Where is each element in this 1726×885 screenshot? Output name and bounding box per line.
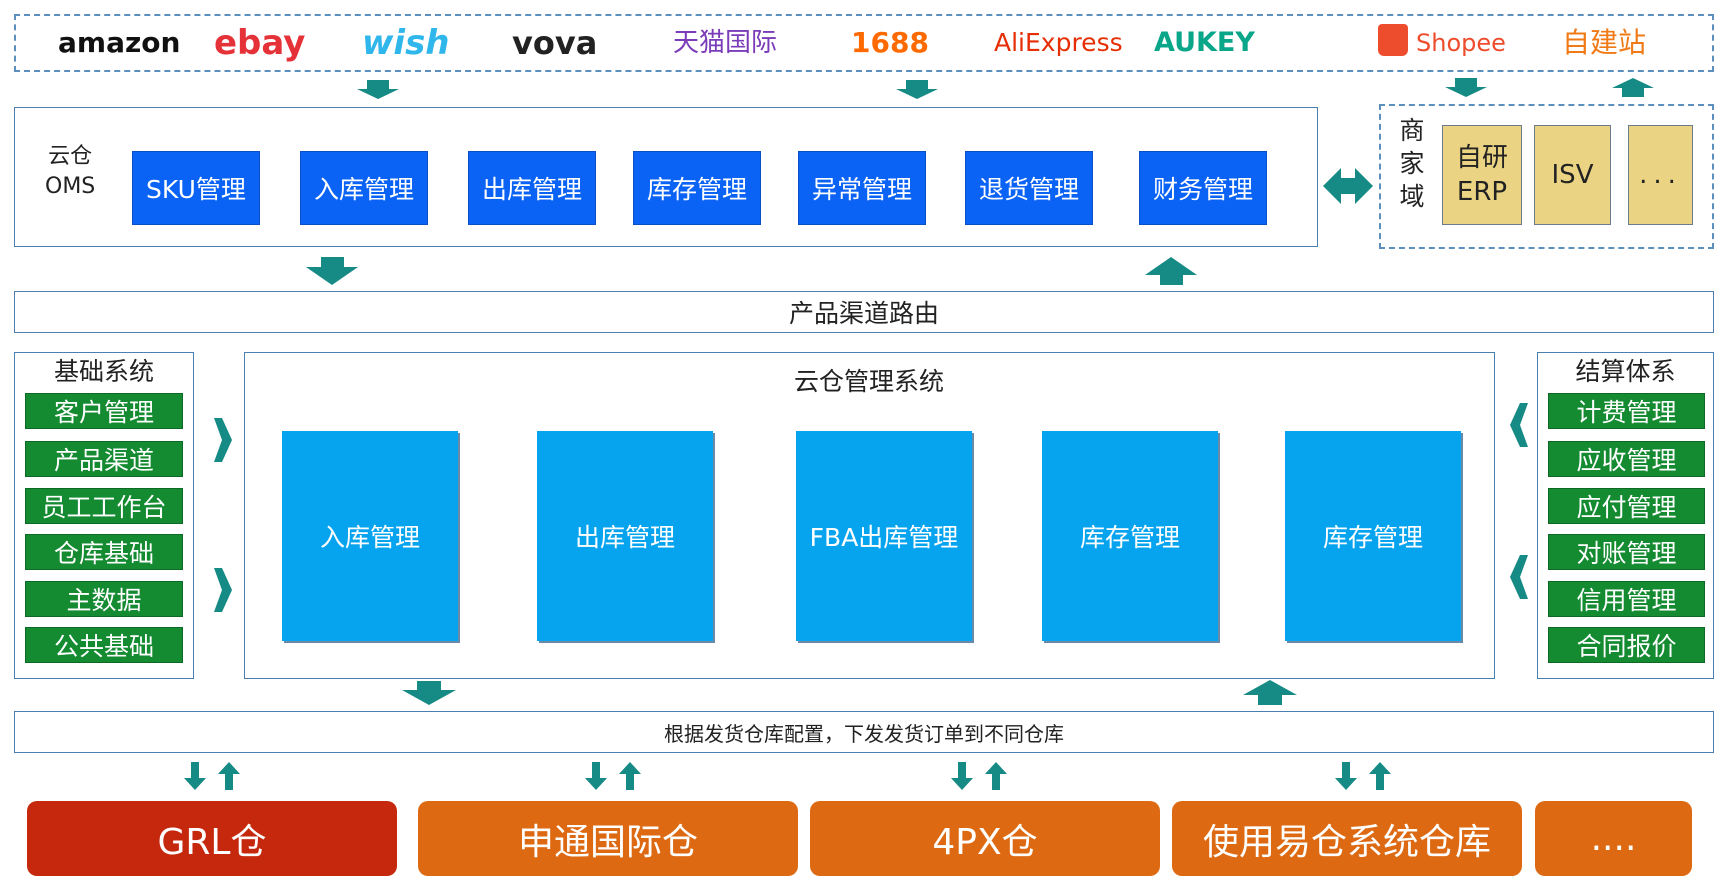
routing-label: 产品渠道路由 bbox=[788, 299, 939, 328]
arrow-down-icon bbox=[951, 762, 973, 790]
platform-logo-aukey[interactable]: AUKEY bbox=[1154, 27, 1255, 58]
oms-title-line2: OMS bbox=[45, 174, 96, 199]
wms-module-inbound[interactable]: 入库管理 bbox=[282, 431, 458, 641]
oms-title: 云仓 OMS bbox=[45, 142, 95, 202]
arrow-up-icon bbox=[985, 762, 1007, 790]
platform-logo-aliexpress[interactable]: AliExpress bbox=[994, 28, 1123, 57]
warehouse-more[interactable]: .... bbox=[1535, 801, 1692, 876]
platform-logo-amazon[interactable]: amazon bbox=[58, 26, 181, 59]
wms-module-inventory-1[interactable]: 库存管理 bbox=[1042, 431, 1218, 641]
arrow-up-icon bbox=[1145, 257, 1197, 285]
warehouse-eccang[interactable]: 使用易仓系统仓库 bbox=[1172, 801, 1522, 876]
arrow-left-icon bbox=[1510, 403, 1528, 447]
shopee-bag-icon bbox=[1378, 24, 1408, 56]
platform-logo-vova[interactable]: vova bbox=[512, 24, 598, 62]
base-system-title: 基础系统 bbox=[53, 357, 154, 386]
arrow-left-icon bbox=[1510, 555, 1528, 599]
merchant-isv-box[interactable]: ISV bbox=[1534, 125, 1611, 225]
oms-title-line1: 云仓 bbox=[48, 144, 93, 169]
oms-module-returns[interactable]: 退货管理 bbox=[965, 151, 1093, 225]
arrow-up-icon bbox=[619, 762, 641, 790]
arrow-down-icon bbox=[402, 681, 456, 705]
arrow-down-icon bbox=[306, 257, 358, 285]
arrow-down-icon bbox=[585, 762, 607, 790]
oms-module-outbound[interactable]: 出库管理 bbox=[468, 151, 596, 225]
bidirectional-arrow-icon bbox=[1323, 168, 1373, 204]
settlement-item-reconciliation[interactable]: 对账管理 bbox=[1548, 534, 1705, 570]
oms-module-exception[interactable]: 异常管理 bbox=[798, 151, 926, 225]
arrow-right-icon bbox=[214, 418, 232, 462]
platform-bar: amazon ebay wish vova 天猫国际 1688 AliExpre… bbox=[14, 14, 1714, 72]
settlement-item-billing[interactable]: 计费管理 bbox=[1548, 393, 1705, 429]
warehouse-grl[interactable]: GRL仓 bbox=[27, 801, 397, 876]
warehouse-4px[interactable]: 4PX仓 bbox=[810, 801, 1160, 876]
arrow-down-icon bbox=[1335, 762, 1357, 790]
arrow-right-icon bbox=[214, 568, 232, 612]
settlement-item-receivable[interactable]: 应收管理 bbox=[1548, 441, 1705, 477]
arrow-down-icon bbox=[184, 762, 206, 790]
base-item-customer[interactable]: 客户管理 bbox=[25, 393, 183, 429]
oms-module-inventory[interactable]: 库存管理 bbox=[633, 151, 761, 225]
dispatch-bar: 根据发货仓库配置，下发发货订单到不同仓库 bbox=[14, 711, 1714, 753]
platform-logo-ebay[interactable]: ebay bbox=[214, 23, 306, 63]
base-system-panel: 基础系统 客户管理 产品渠道 员工工作台 仓库基础 主数据 公共基础 bbox=[14, 352, 194, 679]
settlement-item-payable[interactable]: 应付管理 bbox=[1548, 488, 1705, 524]
base-item-product-channel[interactable]: 产品渠道 bbox=[25, 441, 183, 477]
oms-module-finance[interactable]: 财务管理 bbox=[1139, 151, 1267, 225]
merchant-domain-title: 商 家 域 bbox=[1399, 116, 1425, 211]
warehouse-system-title: 云仓管理系统 bbox=[793, 367, 944, 396]
arrow-down-icon bbox=[357, 80, 399, 99]
base-item-master-data[interactable]: 主数据 bbox=[25, 581, 183, 617]
merchant-erp-box[interactable]: 自研 ERP bbox=[1442, 125, 1522, 225]
warehouse-sto-international[interactable]: 申通国际仓 bbox=[418, 801, 798, 876]
platform-logo-self-site[interactable]: 自建站 bbox=[1562, 26, 1647, 59]
dispatch-label: 根据发货仓库配置，下发发货订单到不同仓库 bbox=[664, 721, 1064, 746]
settlement-panel: 结算体系 计费管理 应收管理 应付管理 对账管理 信用管理 合同报价 bbox=[1537, 352, 1714, 679]
oms-module-inbound[interactable]: 入库管理 bbox=[300, 151, 428, 225]
arrow-up-icon bbox=[1243, 680, 1297, 705]
settlement-item-contract-quote[interactable]: 合同报价 bbox=[1548, 627, 1705, 663]
arrow-up-icon bbox=[1612, 78, 1654, 97]
settlement-title: 结算体系 bbox=[1575, 357, 1676, 386]
arrow-up-icon bbox=[218, 762, 240, 790]
oms-module-sku[interactable]: SKU管理 bbox=[132, 151, 260, 225]
base-item-warehouse-base[interactable]: 仓库基础 bbox=[25, 534, 183, 570]
base-item-staff-workbench[interactable]: 员工工作台 bbox=[25, 488, 183, 524]
warehouse-management-panel: 云仓管理系统 入库管理 出库管理 FBA出库管理 库存管理 库存管理 bbox=[244, 352, 1495, 679]
wms-module-fba-outbound[interactable]: FBA出库管理 bbox=[796, 431, 972, 641]
base-item-public-base[interactable]: 公共基础 bbox=[25, 627, 183, 663]
wms-module-outbound[interactable]: 出库管理 bbox=[537, 431, 713, 641]
platform-logo-1688[interactable]: 1688 bbox=[851, 26, 929, 59]
arrow-down-icon bbox=[896, 80, 938, 99]
platform-logo-tmall[interactable]: 天猫国际 bbox=[673, 28, 778, 58]
wms-module-inventory-2[interactable]: 库存管理 bbox=[1285, 431, 1461, 641]
oms-panel: 云仓 OMS SKU管理 入库管理 出库管理 库存管理 异常管理 退货管理 财务… bbox=[14, 107, 1318, 247]
platform-logo-shopee[interactable]: Shopee bbox=[1416, 29, 1506, 57]
merchant-more-box[interactable]: ... bbox=[1628, 125, 1693, 225]
product-channel-routing-bar: 产品渠道路由 bbox=[14, 291, 1714, 333]
arrow-down-icon bbox=[1445, 78, 1487, 97]
arrow-up-icon bbox=[1369, 762, 1391, 790]
merchant-domain-panel: 商 家 域 自研 ERP ISV ... bbox=[1379, 104, 1714, 249]
settlement-item-credit[interactable]: 信用管理 bbox=[1548, 581, 1705, 617]
platform-logo-wish[interactable]: wish bbox=[362, 23, 450, 63]
